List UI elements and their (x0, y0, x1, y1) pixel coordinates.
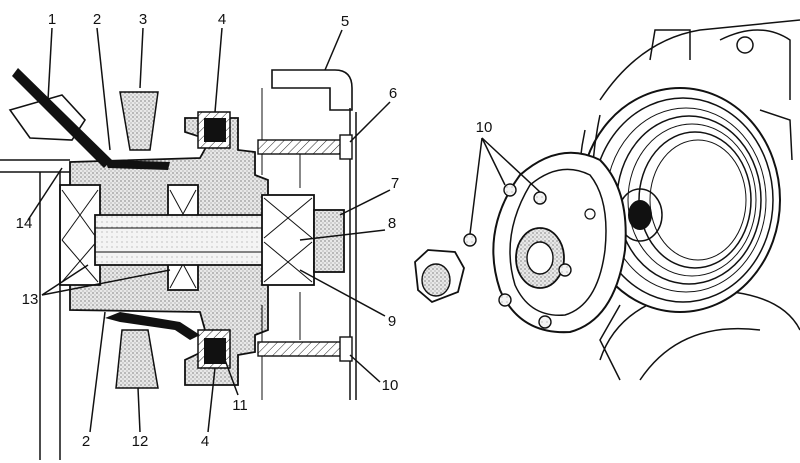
label-4-bottom: 4 (201, 433, 209, 450)
hub-stud (558, 263, 572, 277)
lower-bolt-head (339, 336, 353, 362)
upper-bolt (257, 139, 349, 155)
engine-cover (271, 69, 353, 111)
crank-pulley (577, 87, 781, 313)
lower-seal-core (204, 338, 226, 364)
upper-pulley-flange (119, 91, 159, 151)
label-8: 8 (388, 215, 396, 232)
upper-retainer (105, 160, 170, 170)
label-14: 14 (16, 215, 33, 232)
hub-nut (414, 249, 465, 304)
lower-bolt (257, 341, 349, 357)
label-9: 9 (388, 313, 396, 330)
label-11: 11 (232, 397, 248, 414)
hub-stud (498, 293, 512, 307)
label-2-top: 2 (93, 11, 101, 28)
label-3: 3 (139, 11, 147, 28)
shaft-end-nut (313, 209, 345, 273)
label-4-top: 4 (218, 11, 226, 28)
upper-seal-core (204, 118, 226, 142)
label-2-bottom: 2 (82, 433, 90, 450)
leader-lines (27, 27, 391, 433)
label-13: 13 (22, 291, 39, 308)
hub-flange (463, 151, 627, 334)
hub-stud (538, 315, 552, 329)
hub-stud (463, 233, 477, 247)
upper-bolt-head (339, 134, 353, 160)
left-bearing-housing (59, 184, 101, 286)
label-6: 6 (389, 85, 397, 102)
label-7: 7 (391, 175, 399, 192)
hub-stud (533, 191, 547, 205)
label-1: 1 (48, 11, 56, 28)
lower-pulley-flange (115, 329, 159, 389)
cross-section-drawing: 1 2 3 4 5 6 7 8 9 10 11 4 12 2 13 14 (0, 11, 399, 460)
label-12: 12 (132, 433, 149, 450)
lower-retainer (105, 312, 200, 340)
adjusting-rod (12, 68, 112, 168)
label-5: 5 (341, 13, 349, 30)
label-10-left: 10 (382, 377, 399, 394)
label-10-right: 10 (476, 119, 493, 136)
hub-stud (503, 183, 517, 197)
flange-hole (584, 208, 596, 220)
perspective-drawing: 10 (414, 19, 800, 381)
